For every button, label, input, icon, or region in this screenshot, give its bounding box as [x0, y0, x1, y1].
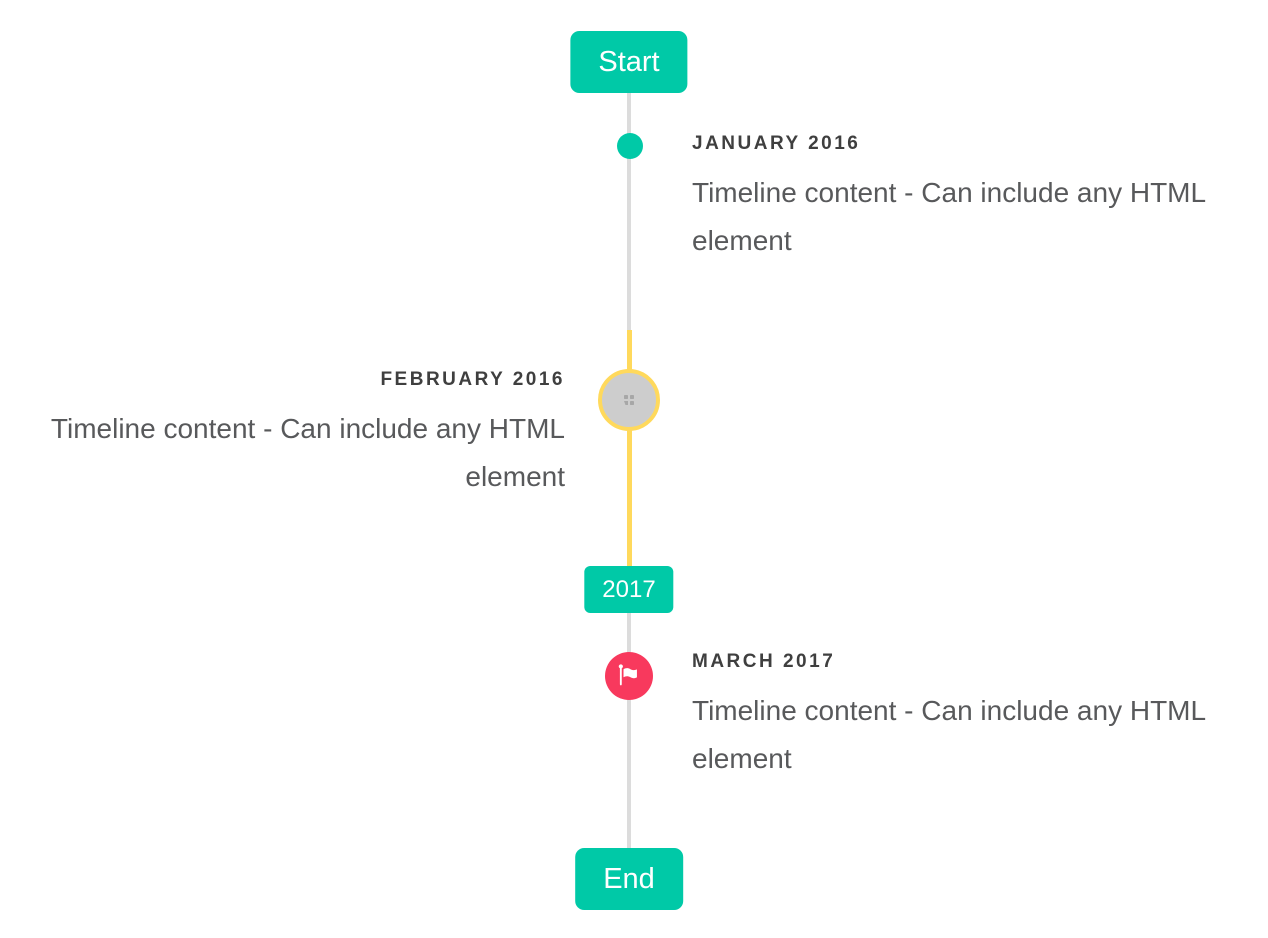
start-badge[interactable]: Start: [570, 31, 688, 93]
timeline-item-february: FEBRUARY 2016 Timeline content - Can inc…: [5, 369, 565, 501]
broken-image-icon: [621, 393, 637, 407]
item-title-february: FEBRUARY 2016: [380, 369, 565, 390]
item-title-march: MARCH 2017: [692, 651, 836, 672]
marker-image-circle-february[interactable]: [598, 369, 660, 431]
marker-dot-january[interactable]: [617, 133, 643, 159]
item-body-january: Timeline content - Can include any HTML …: [692, 177, 1206, 256]
item-body-february: Timeline content - Can include any HTML …: [50, 413, 565, 492]
marker-flag-circle-march[interactable]: [605, 652, 653, 700]
timeline-item-march: MARCH 2017 Timeline content - Can includ…: [692, 651, 1252, 783]
end-badge[interactable]: End: [575, 848, 683, 910]
timeline-line-highlight-segment: [626, 330, 632, 566]
item-body-march: Timeline content - Can include any HTML …: [692, 695, 1206, 774]
flag-icon: [615, 662, 643, 690]
timeline-item-january: JANUARY 2016 Timeline content - Can incl…: [692, 133, 1252, 265]
year-badge-2017[interactable]: 2017: [584, 566, 674, 613]
item-title-january: JANUARY 2016: [692, 133, 861, 154]
